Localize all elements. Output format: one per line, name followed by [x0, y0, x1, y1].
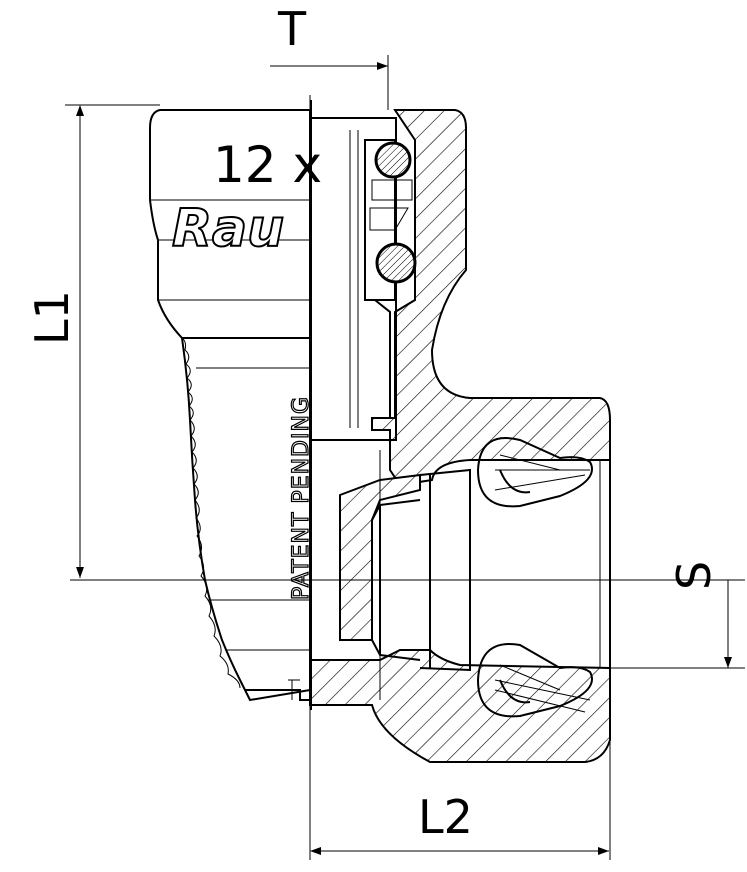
- dimension-l1-label: L1: [25, 290, 79, 345]
- dimension-s-label: S: [667, 561, 721, 590]
- size-marking: 12 x: [213, 136, 322, 194]
- dimension-t-label: T: [277, 2, 307, 56]
- thread-clip-lower: [476, 643, 593, 718]
- dimension-l2: L2: [310, 740, 611, 860]
- dimension-l2-label: L2: [418, 790, 473, 844]
- thread-clip-upper: [476, 437, 593, 508]
- dimension-t: T: [270, 2, 389, 110]
- o-ring-upper: [374, 141, 412, 179]
- brand-marking: Rau: [172, 199, 284, 259]
- dimension-l1: L1: [25, 104, 160, 578]
- o-ring-lower: [375, 242, 417, 284]
- dimension-s: S: [610, 561, 745, 669]
- section-body: [309, 109, 611, 763]
